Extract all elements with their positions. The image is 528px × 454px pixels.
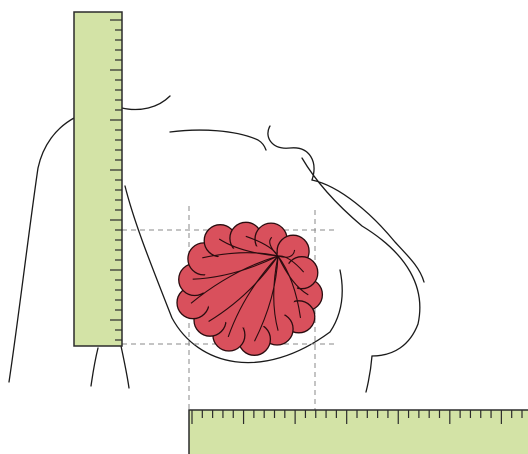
lesion-mass: [177, 222, 322, 355]
neck-shoulder-line: [122, 96, 170, 110]
right-armpit-curve: [268, 126, 314, 180]
horizontal-ruler-body: [189, 410, 528, 454]
left-torso-contour: [9, 118, 74, 382]
vertical-ruler: [74, 12, 122, 346]
midline-stroke-right: [121, 346, 129, 388]
vertical-ruler-body: [74, 12, 122, 346]
right-lower-contour: [366, 356, 372, 392]
midline-stroke-left: [91, 348, 98, 386]
upper-chest-line: [170, 130, 266, 150]
right-breast-contour: [302, 158, 420, 356]
horizontal-ruler: [189, 410, 528, 454]
